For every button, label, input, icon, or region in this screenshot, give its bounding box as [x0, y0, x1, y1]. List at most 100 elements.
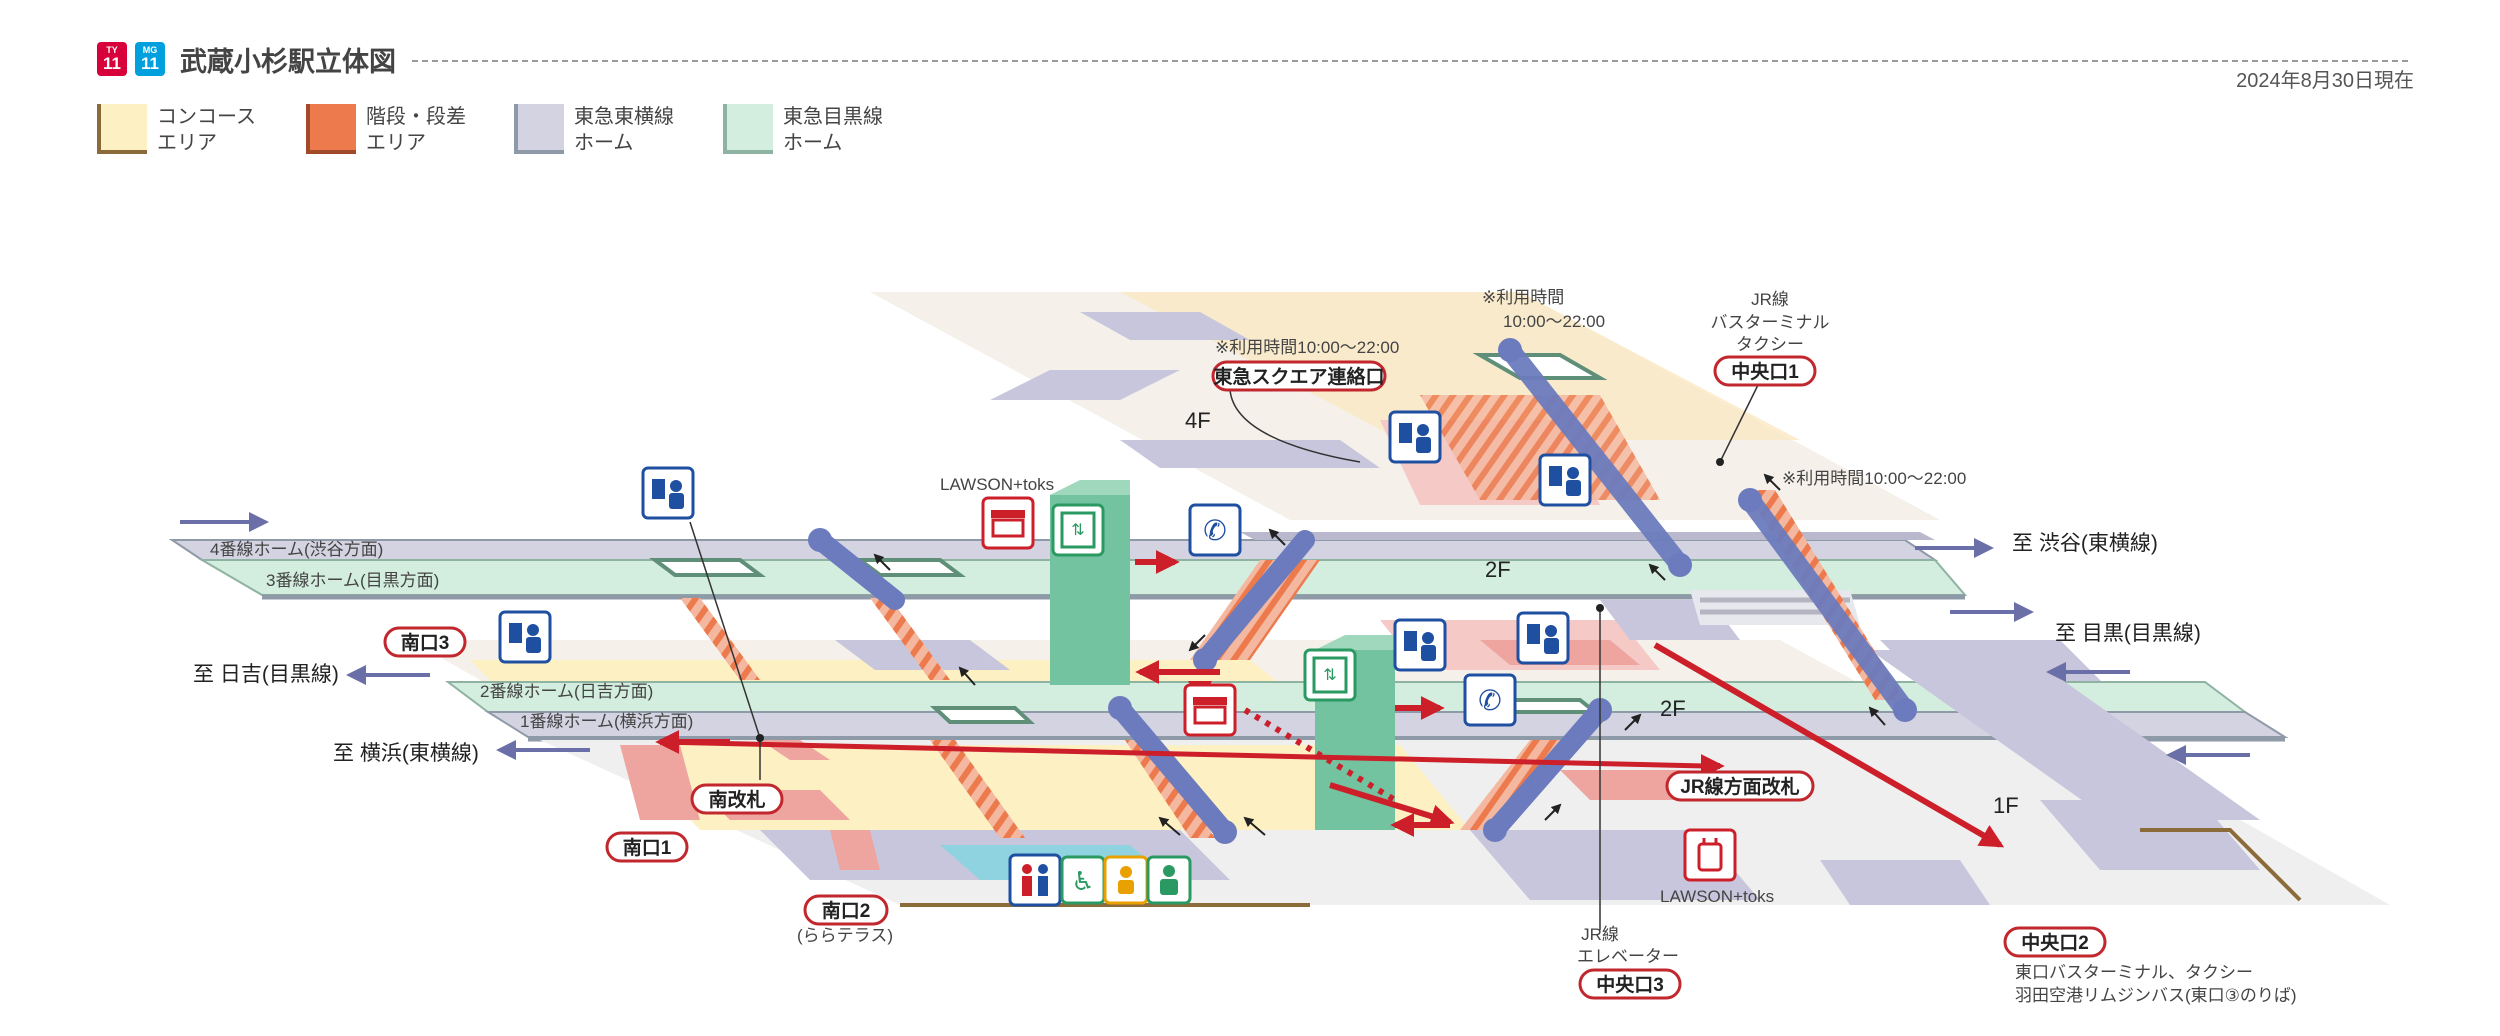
restroom-icon — [1008, 853, 1062, 907]
ticket-machine-icon — [641, 466, 695, 520]
legend-item-stairs: 階段・段差 エリア — [306, 104, 496, 156]
tokyu-toyoko-line-badge: TY 11 — [97, 42, 127, 76]
service-icons: ⇅ ⇅ ✆ ✆ — [498, 410, 1737, 907]
escalator-ends — [808, 338, 1917, 844]
exit-label: 中央口1 — [1731, 360, 1799, 383]
baby-icon — [1103, 855, 1149, 905]
phone-icon: ✆ — [1188, 503, 1242, 557]
note-bus-terminal: バスターミナル — [1711, 313, 1830, 332]
floor-label-1f: 1F — [1993, 793, 2019, 818]
train-direction-arrows — [180, 512, 2250, 765]
platform-label-4: 4番線ホーム(渋谷方面) — [210, 540, 383, 559]
multipurpose-toilet-icon — [1146, 855, 1192, 905]
direction-indicators — [873, 473, 1886, 836]
svg-text:✆: ✆ — [1203, 514, 1226, 547]
ticket-machine-icon — [1393, 618, 1447, 672]
lawson-label-bottom: LAWSON+toks — [1660, 887, 1774, 906]
exit-jr-gate[interactable]: JR線方面改札 — [1665, 770, 1815, 802]
exit-minami1[interactable]: 南口1 — [605, 831, 689, 863]
exit-minami3[interactable]: 南口3 — [383, 626, 467, 658]
legend-item-concourse: コンコース エリア — [97, 104, 287, 156]
floor-label-4f: 4F — [1185, 408, 1211, 433]
title-divider — [412, 60, 2408, 62]
svg-text:♿: ♿ — [1071, 867, 1094, 897]
destination-hiyoshi: 至 日吉(目黒線) — [193, 663, 339, 686]
exit-chuo3[interactable]: 中央口3 — [1578, 968, 1682, 1000]
destination-meguro: 至 目黒(目黒線) — [2055, 622, 2201, 645]
note-chuo2-desc-2: 羽田空港リムジンバス(東口③のりば) — [2015, 986, 2297, 1005]
note-hours-square: ※利用時間10:00〜22:00 — [1215, 338, 1399, 357]
stairs — [1125, 740, 1215, 838]
platform-label-3: 3番線ホーム(目黒方面) — [266, 571, 439, 590]
exit-labels: 東急スクエア連絡口 中央口1 南口3 南改札 JR線方面改札 南口1 南口2 — [383, 355, 2107, 1000]
stairs — [870, 598, 950, 680]
destination-yokohama: 至 横浜(東横線) — [333, 742, 479, 765]
exit-label: 南口1 — [623, 837, 672, 859]
shop-icon — [981, 496, 1035, 550]
phone-icon: ✆ — [1463, 673, 1517, 727]
note-chuo2-desc-1: 東口バスターミナル、タクシー — [2015, 963, 2253, 982]
exit-chuo1[interactable]: 中央口1 — [1713, 355, 1817, 387]
note-jr-line: JR線 — [1751, 290, 1789, 309]
elevator-icon: ⇅ — [1303, 648, 1357, 702]
legend-label: 東急目黒線 ホーム — [783, 106, 883, 154]
lawson-label-top: LAWSON+toks — [940, 475, 1054, 494]
ticket-machine-icon — [498, 610, 552, 664]
stairs — [680, 598, 760, 680]
ticket-machine-icon — [1538, 453, 1592, 507]
svg-text:⇅: ⇅ — [1323, 665, 1336, 684]
badge-station-number: 11 — [103, 54, 121, 73]
escalators — [810, 340, 1915, 842]
legend-swatch — [306, 104, 356, 154]
locker-icon — [1683, 828, 1737, 882]
exit-minami-gate[interactable]: 南改札 — [690, 783, 784, 815]
exit-label: 南改札 — [708, 788, 765, 811]
elevator-icon: ⇅ — [1051, 503, 1105, 557]
labels: 4F 2F 2F 1F 4番線ホーム(渋谷方面) 3番線ホーム(目黒方面) 2番… — [193, 288, 2297, 1005]
legend-swatch — [723, 104, 773, 154]
note-hours-chuo1: ※利用時間10:00〜22:00 — [1782, 469, 1966, 488]
exit-label: 南口2 — [822, 900, 871, 922]
exit-label: 東急スクエア連絡口 — [1213, 365, 1384, 388]
as-of-date: 2024年8月30日現在 — [2236, 70, 2414, 92]
badge-station-number: 11 — [141, 54, 159, 73]
note-hours-top-1: ※利用時間 — [1482, 288, 1564, 307]
tokyu-meguro-line-badge: MG 11 — [135, 42, 165, 76]
floor-1f-concourse — [540, 650, 2390, 907]
stairs — [930, 740, 1025, 838]
note-jr-elevator-1: JR線 — [1581, 925, 1619, 944]
page-title: 武蔵小杉駅立体図 — [180, 47, 396, 77]
note-jr-elevator-2: エレベーター — [1577, 947, 1679, 966]
badge-line-code: MG — [142, 45, 158, 55]
exit-chuo2[interactable]: 中央口2 — [2003, 926, 2107, 958]
floor-label-2f: 2F — [1485, 557, 1511, 582]
wheelchair-icon: ♿ — [1060, 855, 1106, 905]
legend-swatch — [514, 104, 564, 154]
svg-text:⇅: ⇅ — [1071, 520, 1084, 539]
exit-label: 中央口3 — [1596, 973, 1664, 996]
route-arrows — [655, 550, 2005, 848]
legend-swatch — [97, 104, 147, 154]
legend-label: コンコース エリア — [157, 106, 256, 154]
badge-line-code: TY — [106, 45, 118, 55]
exit-tokyu-square[interactable]: 東急スクエア連絡口 — [1211, 360, 1387, 392]
svg-text:✆: ✆ — [1478, 684, 1501, 717]
exit-label: JR線方面改札 — [1680, 775, 1799, 798]
ticket-machine-icon — [1516, 611, 1570, 665]
exit-label: 中央口2 — [2021, 931, 2089, 954]
shop-icon — [1183, 683, 1237, 737]
legend-label: 階段・段差 エリア — [366, 106, 466, 154]
note-lalaterrace: (ららテラス) — [797, 926, 893, 945]
legend-item-toyoko-platform: 東急東横線 ホーム — [514, 104, 704, 156]
exit-minami2[interactable]: 南口2 — [803, 894, 889, 926]
destination-shibuya: 至 渋谷(東横線) — [2012, 532, 2158, 555]
platform-label-2: 2番線ホーム(日吉方面) — [480, 682, 653, 701]
floor-label-2f: 2F — [1660, 696, 1686, 721]
legend-label: 東急東横線 ホーム — [574, 106, 674, 154]
leader-lines — [689, 384, 1759, 930]
exit-label: 南口3 — [401, 632, 450, 654]
platform-label-1: 1番線ホーム(横浜方面) — [520, 712, 693, 731]
legend-item-meguro-platform: 東急目黒線 ホーム — [723, 104, 913, 156]
note-taxi: タクシー — [1736, 335, 1804, 354]
